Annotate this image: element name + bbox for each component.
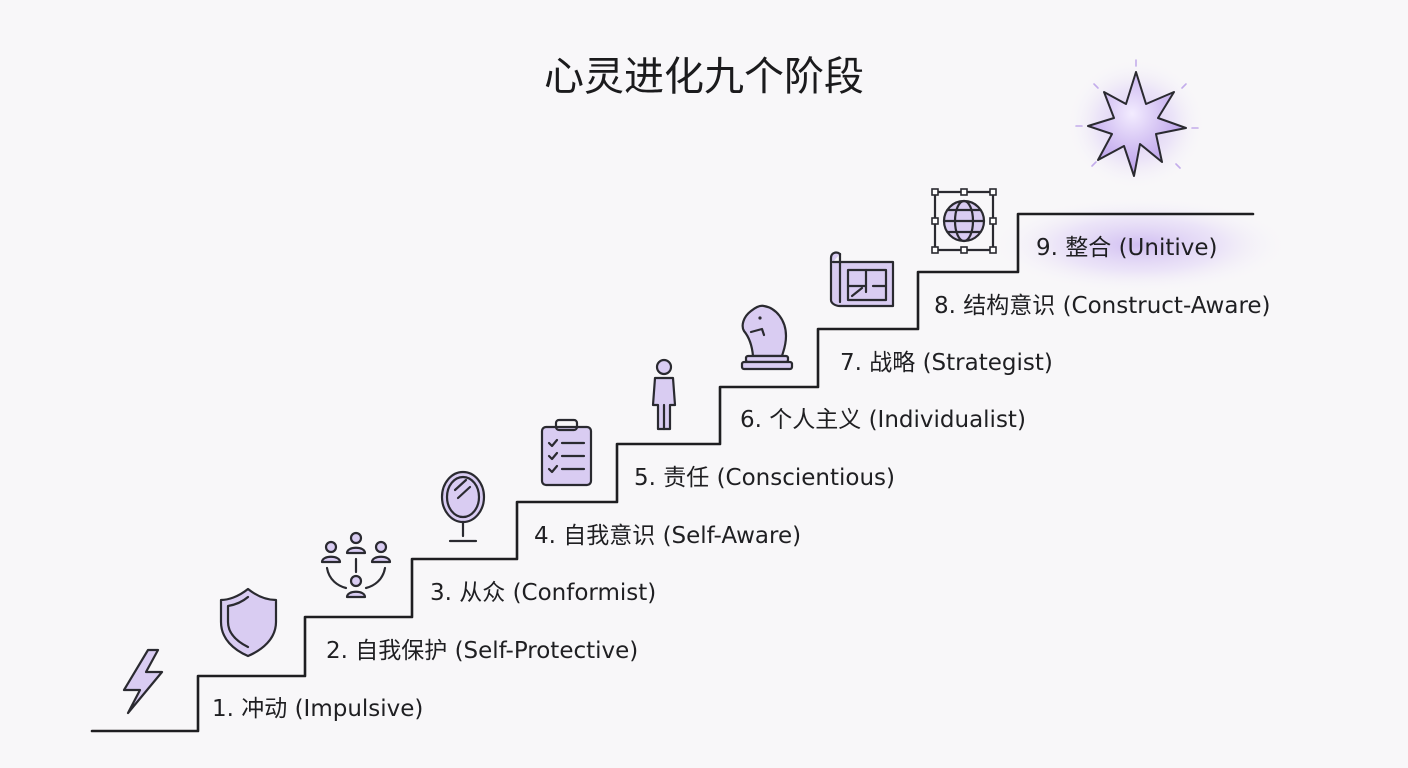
lightning-icon	[122, 648, 164, 715]
clipboard-checklist-icon	[540, 418, 593, 487]
shield-icon	[219, 587, 278, 658]
radiant-star-icon	[1075, 59, 1199, 177]
stage-label-4: 4. 自我意识 (Self-Aware)	[534, 523, 801, 549]
stage-label-7: 7. 战略 (Strategist)	[840, 350, 1053, 376]
stage-label-9: 9. 整合 (Unitive)	[1036, 235, 1217, 261]
summit-glow	[990, 197, 1290, 293]
page-title: 心灵进化九个阶段	[544, 54, 864, 100]
person-icon	[651, 358, 677, 431]
stage-label-2: 2. 自我保护 (Self-Protective)	[326, 638, 638, 664]
group-icon	[320, 531, 392, 599]
staircase	[90, 212, 1255, 733]
chess-knight-icon	[740, 304, 794, 371]
stage-label-6: 6. 个人主义 (Individualist)	[740, 407, 1026, 433]
stage-label-1: 1. 冲动 (Impulsive)	[212, 696, 423, 722]
globe-frame-icon	[931, 188, 997, 254]
stage-label-3: 3. 从众 (Conformist)	[430, 580, 656, 606]
blueprint-icon	[829, 251, 895, 308]
mirror-icon	[440, 470, 486, 543]
stage-label-5: 5. 责任 (Conscientious)	[634, 465, 895, 491]
stage-label-8: 8. 结构意识 (Construct-Aware)	[934, 293, 1271, 319]
